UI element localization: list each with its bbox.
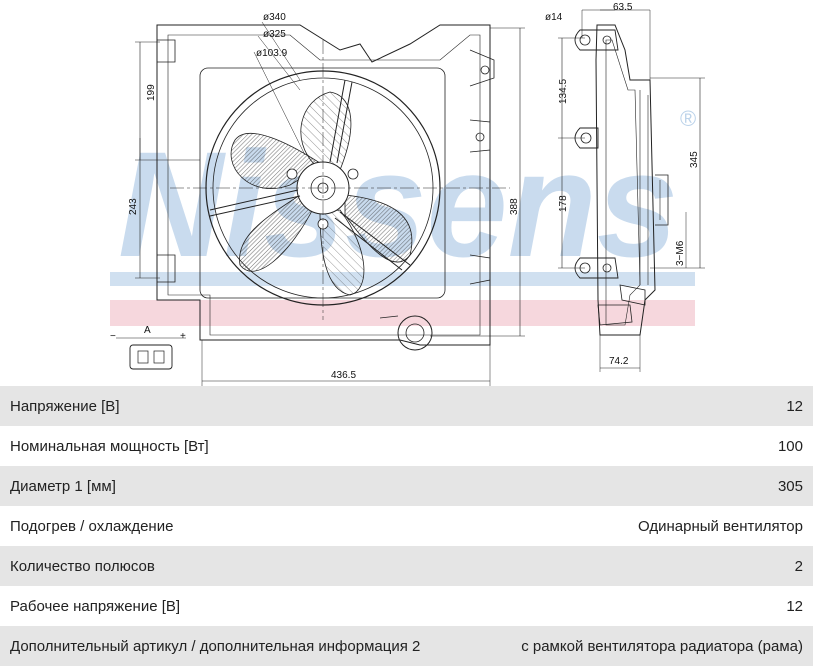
dim-199: 199 [146, 84, 157, 101]
spec-value: с рамкой вентилятора радиатора (рама) [521, 637, 803, 655]
dim-178: 178 [558, 195, 569, 212]
technical-drawing: Nissens ® [110, 2, 705, 386]
spec-label: Номинальная мощность [Вт] [10, 437, 209, 455]
spec-label: Дополнительный артикул / дополнительная … [10, 637, 421, 655]
spec-value: Одинарный вентилятор [638, 517, 803, 535]
spec-value: 12 [786, 597, 803, 615]
watermark-registered-mark: ® [680, 106, 696, 131]
dim-d340: ø340 [263, 12, 286, 23]
spec-label: Рабочее напряжение [В] [10, 597, 181, 615]
spec-row-additional-info: Дополнительный артикул / дополнительная … [0, 626, 813, 666]
dim-63-5: 63.5 [613, 2, 633, 13]
dim-243: 243 [128, 198, 139, 215]
dim-345: 345 [689, 151, 700, 168]
dim-436-5: 436.5 [331, 370, 356, 381]
dim-d14: ø14 [545, 12, 563, 23]
spec-label: Подогрев / охлаждение [10, 517, 174, 535]
spec-row-operating-voltage: Рабочее напряжение [В] 12 [0, 586, 813, 626]
spec-row-rated-power: Номинальная мощность [Вт] 100 [0, 426, 813, 466]
spec-row-diameter: Диаметр 1 [мм] 305 [0, 466, 813, 506]
spec-value: 2 [794, 557, 803, 575]
connector-minus: − [110, 331, 116, 342]
dim-388: 388 [509, 198, 520, 215]
dim-3m6: 3−M6 [675, 240, 686, 266]
connector-letter: A [144, 325, 151, 336]
front-view [116, 21, 525, 386]
dim-74-2: 74.2 [609, 356, 629, 367]
spec-row-poles: Количество полюсов 2 [0, 546, 813, 586]
spec-row-voltage: Напряжение [В] 12 [0, 386, 813, 426]
spec-value: 305 [777, 477, 803, 495]
spec-label: Напряжение [В] [10, 397, 120, 415]
connector-plus: + [180, 331, 186, 342]
spec-value: 12 [786, 397, 803, 415]
side-view [558, 9, 705, 372]
spec-row-heating-cooling: Подогрев / охлаждение Одинарный вентилят… [0, 506, 813, 546]
spec-table: Напряжение [В] 12 Номинальная мощность [… [0, 386, 813, 666]
spec-value: 100 [777, 437, 803, 455]
spec-label: Диаметр 1 [мм] [10, 477, 116, 495]
dim-d325: ø325 [263, 29, 286, 40]
watermark-brand: Nissens [118, 120, 678, 288]
spec-label: Количество полюсов [10, 557, 155, 575]
dim-134-5: 134.5 [558, 79, 569, 104]
dim-d103-9: ø103.9 [256, 48, 288, 59]
